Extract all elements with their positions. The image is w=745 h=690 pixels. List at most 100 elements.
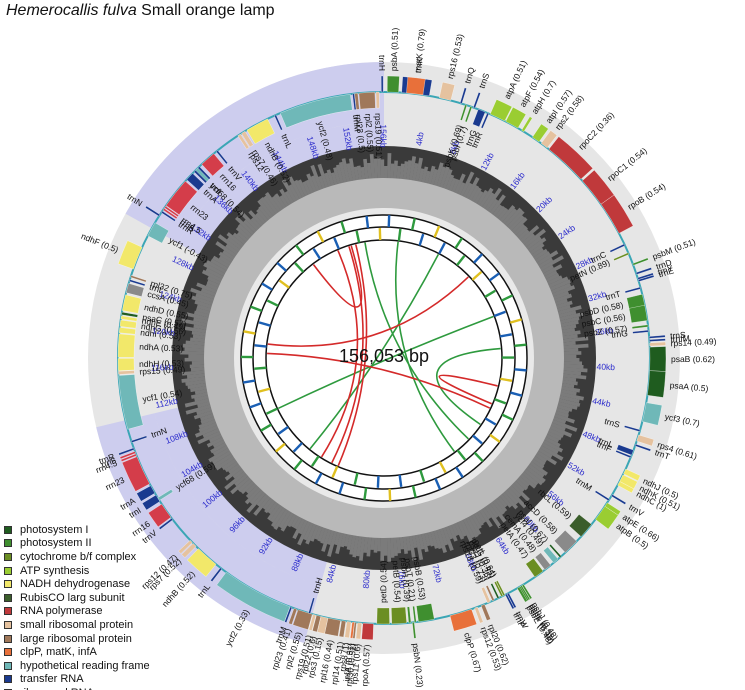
gene-block xyxy=(407,606,412,624)
gene-block xyxy=(600,194,634,234)
repeat-marker xyxy=(514,368,527,372)
repeat-marker xyxy=(376,475,380,488)
legend-swatch xyxy=(4,688,12,690)
gene-label: infA (0.51) xyxy=(341,642,355,682)
gene-block xyxy=(489,99,513,122)
gene-block xyxy=(162,208,178,220)
gene-block xyxy=(504,593,515,610)
repeat-marker xyxy=(454,237,463,249)
gene-block xyxy=(494,581,504,597)
gene-block xyxy=(439,81,455,101)
gene-label: petD (0.54) xyxy=(378,560,388,603)
gene-label: trnY xyxy=(656,263,674,277)
legend-swatch xyxy=(4,525,12,534)
gene-label: trnG xyxy=(611,328,628,340)
gene-label: rpl36 (0.52) xyxy=(344,643,359,687)
gene-block xyxy=(130,275,147,283)
gene-block xyxy=(495,580,506,596)
gene-block xyxy=(201,153,225,177)
gene-label: rpoA (0.57) xyxy=(359,644,371,687)
gene-block xyxy=(352,622,357,639)
gene-block xyxy=(292,609,313,630)
gene-block xyxy=(391,606,407,625)
legend-swatch xyxy=(4,634,12,643)
gene-block xyxy=(648,335,666,339)
gene-block xyxy=(215,150,228,165)
gene-label: ndhF (0.5) xyxy=(80,231,120,255)
legend-swatch xyxy=(4,539,12,548)
gene-label: rpl23 (0.5) xyxy=(353,114,367,154)
repeat-link xyxy=(337,244,368,467)
repeat-marker xyxy=(363,487,368,500)
repeat-marker xyxy=(455,466,464,479)
gene-label: psbN (0.23) xyxy=(411,643,426,688)
gene-block xyxy=(485,585,495,602)
kb-tick-label: 72kb xyxy=(430,563,444,584)
gene-label: trnD xyxy=(655,257,673,272)
gene-block xyxy=(617,481,634,494)
repeat-link xyxy=(267,276,469,347)
kb-tick-label: 8kb xyxy=(447,139,461,155)
gene-label: trnL xyxy=(597,435,615,450)
gene-block xyxy=(406,76,426,96)
legend-item: clpP, matK, infA xyxy=(4,645,150,659)
legend-swatch xyxy=(4,580,12,589)
gene-label: ndhH (0.53) xyxy=(139,358,184,369)
legend-label: ribosomal RNA xyxy=(20,687,94,690)
gene-label: rpoB (0.54) xyxy=(626,181,668,212)
gene-block xyxy=(505,107,527,129)
repeat-marker xyxy=(260,423,272,432)
repeat-marker xyxy=(510,391,523,397)
gene-block xyxy=(121,456,150,492)
kb-tick-label: 32kb xyxy=(587,289,608,304)
gene-block xyxy=(355,622,362,640)
gene-block xyxy=(246,118,275,144)
figure-title: Hemerocallis fulva Small orange lamp xyxy=(6,2,275,20)
repeat-marker xyxy=(473,253,484,264)
gene-block xyxy=(354,93,360,110)
gene-block xyxy=(624,286,642,294)
gene-block xyxy=(534,552,551,571)
gene-label: petB (0.54) xyxy=(391,560,403,603)
repeat-marker xyxy=(514,343,527,347)
gene-label: trnT xyxy=(654,447,672,461)
gene-block xyxy=(628,305,648,323)
gene-label: trnfM xyxy=(670,333,690,344)
gene-block xyxy=(216,571,291,622)
gene-block xyxy=(615,450,632,459)
repeat-marker xyxy=(243,330,256,335)
gene-block xyxy=(142,494,161,511)
repeat-marker xyxy=(266,407,278,415)
title-cultivar: Small orange lamp xyxy=(141,2,275,19)
legend-item: hypothetical reading frame xyxy=(4,659,150,673)
repeat-marker xyxy=(438,461,447,474)
repeat-marker xyxy=(410,218,416,231)
gene-block xyxy=(569,514,592,537)
kb-tick-label: 80kb xyxy=(361,569,372,588)
gene-block xyxy=(164,205,179,217)
legend-label: clpP, matK, infA xyxy=(20,646,97,659)
gene-block xyxy=(186,173,205,191)
repeat-marker xyxy=(295,244,305,256)
gene-block xyxy=(237,133,250,150)
gene-block xyxy=(136,485,156,502)
gene-block xyxy=(380,75,384,93)
gene-block xyxy=(412,622,417,639)
repeat-marker xyxy=(471,270,483,281)
legend-label: photosystem I xyxy=(20,523,89,536)
gene-block xyxy=(631,324,649,329)
gene-block xyxy=(117,333,136,358)
gene-label: rpl2 (0.55) xyxy=(363,113,375,152)
gene-block xyxy=(637,272,654,280)
repeat-link xyxy=(312,245,363,308)
gene-block xyxy=(118,370,135,375)
repeat-marker xyxy=(456,449,467,461)
gene-block xyxy=(338,620,347,638)
gene-label: ndhI (0.53) xyxy=(140,327,182,341)
gene-block xyxy=(280,93,353,129)
repeat-marker xyxy=(254,344,267,348)
gene-label: trnH xyxy=(310,576,324,594)
legend-swatch xyxy=(4,661,12,670)
repeat-marker xyxy=(312,248,322,260)
repeat-marker xyxy=(242,379,256,384)
